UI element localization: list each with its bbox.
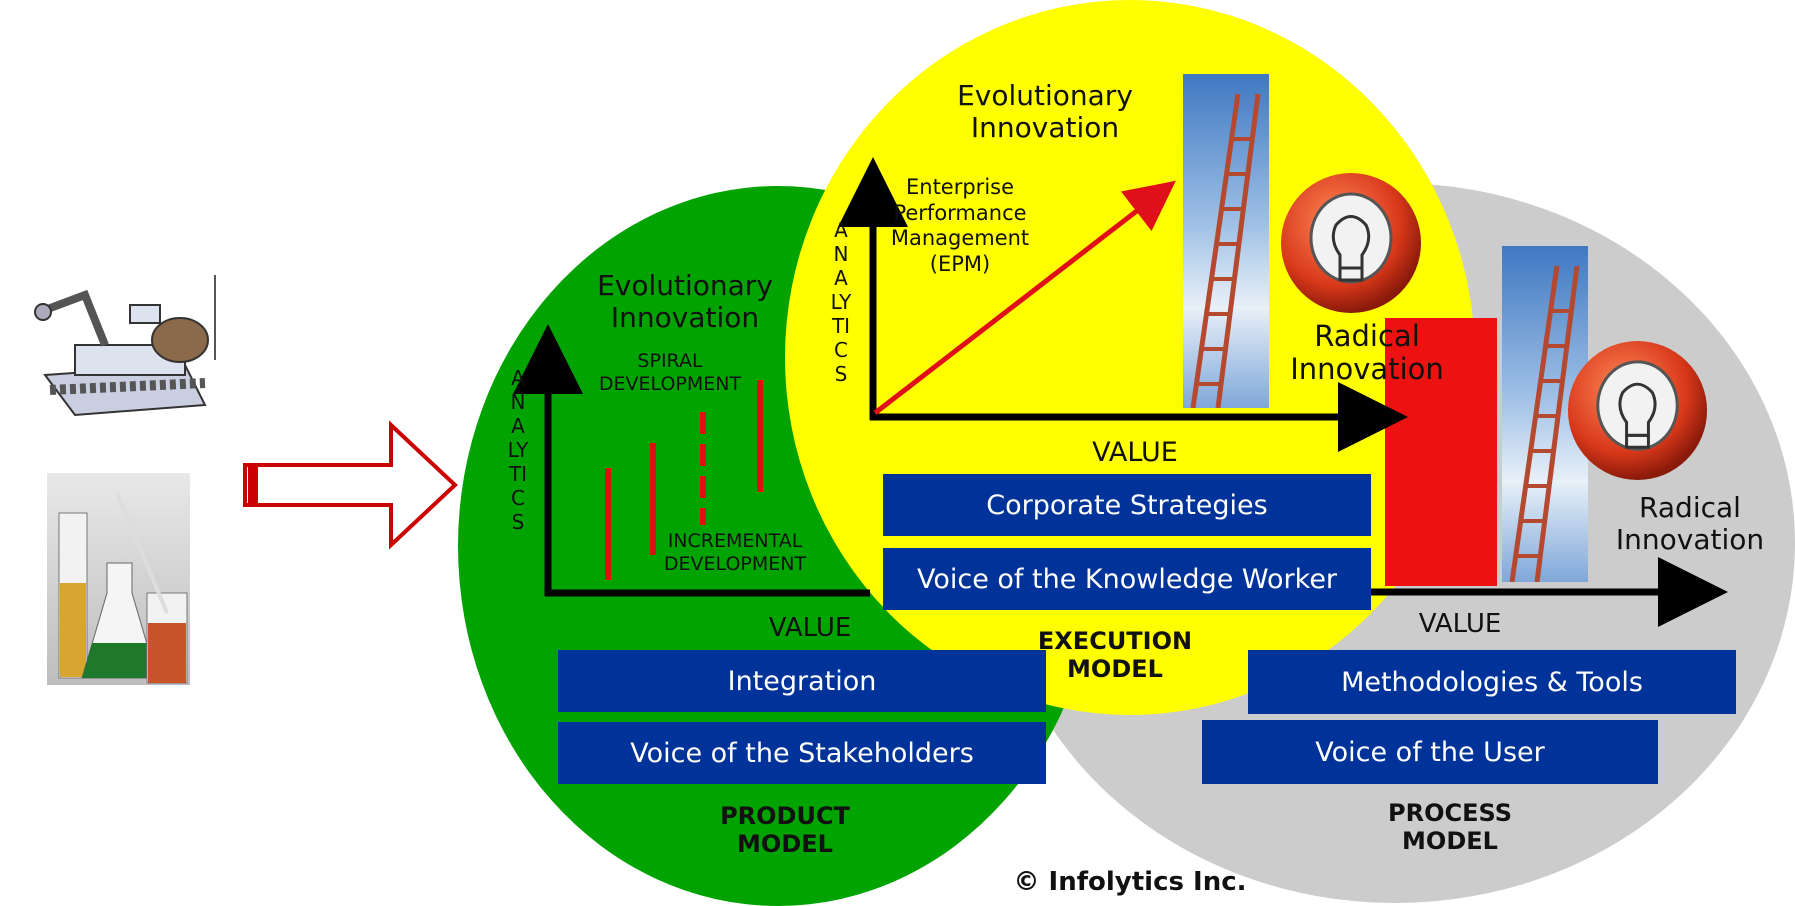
product-box-integration: Integration	[558, 650, 1046, 712]
execution-value-label: VALUE	[1092, 437, 1178, 468]
product-analytics-label: ANALYTICS	[507, 366, 529, 534]
process-model-title: PROCESS MODEL	[1388, 799, 1512, 855]
product-evolutionary-innovation: Evolutionary Innovation	[597, 269, 773, 335]
process-box-voice-user: Voice of the User	[1202, 720, 1658, 784]
process-radical-innovation: Radical Innovation	[1615, 491, 1765, 557]
execution-radical-innovation: Radical Innovation	[1290, 319, 1444, 387]
product-value-label: VALUE	[768, 613, 852, 643]
execution-evolutionary-innovation: Evolutionary Innovation	[957, 79, 1133, 145]
product-spiral-development: SPIRAL DEVELOPMENT	[598, 350, 742, 395]
block-arrow	[243, 420, 463, 550]
product-box-voice-stakeholders: Voice of the Stakeholders	[558, 722, 1046, 784]
lab-glassware-icon	[47, 473, 190, 685]
copyright-footer: © Infolytics Inc.	[1013, 867, 1247, 897]
execution-analytics-label: ANALYTICS	[830, 218, 852, 386]
process-red-panel	[1385, 318, 1497, 586]
product-incremental-development: INCREMENTAL DEVELOPMENT	[663, 530, 807, 575]
robot-rover-icon	[15, 265, 225, 425]
process-value-label: VALUE	[1418, 609, 1502, 639]
lightbulb-icon-process	[1565, 338, 1710, 483]
process-box-methodologies: Methodologies & Tools	[1248, 650, 1736, 714]
execution-epm-label: Enterprise Performance Management (EPM)	[890, 175, 1030, 276]
ladder-sky-image-execution	[1183, 74, 1269, 408]
execution-model-title: EXECUTION MODEL	[1037, 627, 1193, 683]
execution-box-corporate-strategies: Corporate Strategies	[883, 474, 1371, 536]
epm-arrow	[873, 180, 1176, 415]
product-model-title: PRODUCT MODEL	[720, 802, 850, 858]
lightbulb-icon-execution	[1278, 170, 1424, 316]
execution-box-voice-knowledge-worker: Voice of the Knowledge Worker	[883, 548, 1371, 610]
